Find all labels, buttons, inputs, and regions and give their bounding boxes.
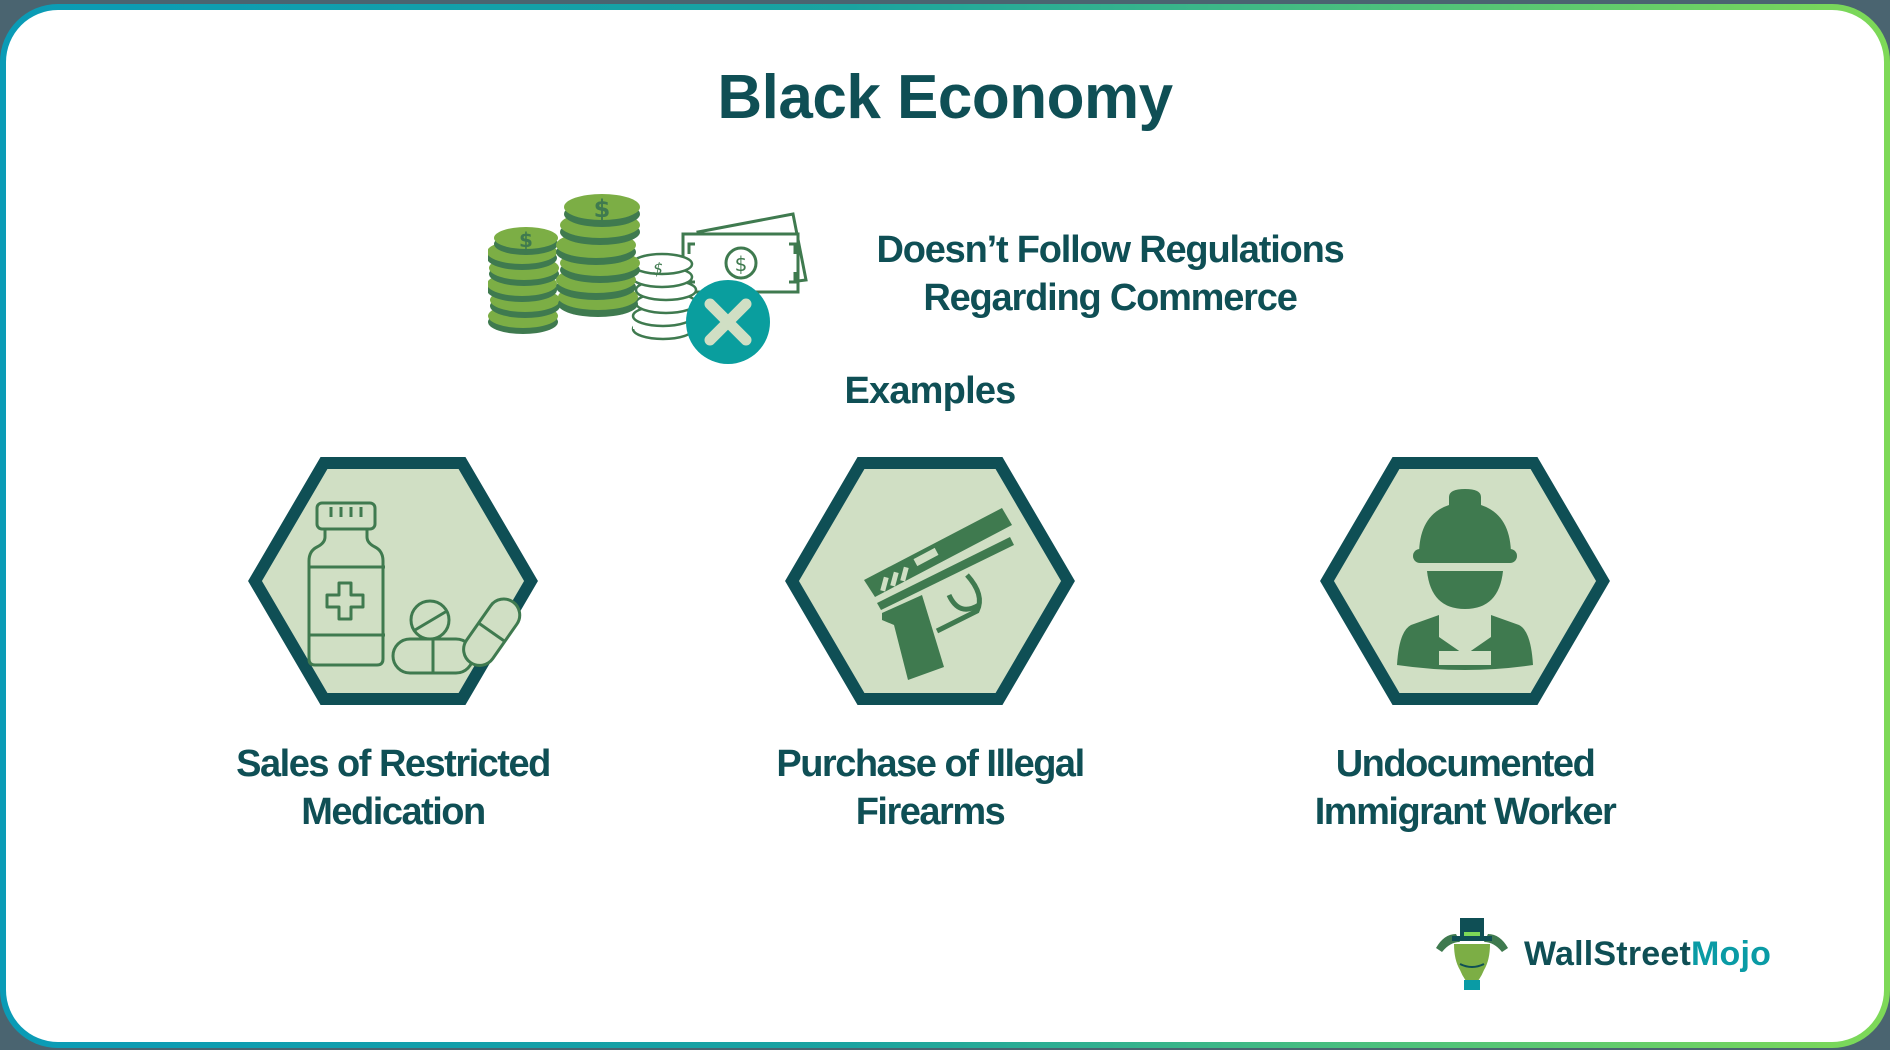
example-worker-hexagon	[1319, 455, 1611, 707]
construction-worker-icon	[1397, 489, 1533, 670]
svg-text:$: $	[519, 228, 533, 252]
svg-text:$: $	[594, 195, 611, 223]
handgun-icon	[864, 508, 1014, 680]
svg-text:$: $	[653, 259, 663, 278]
example-firearms-hexagon	[784, 455, 1076, 707]
definition-line-2: Regarding Commerce	[923, 277, 1297, 319]
example-medication-hexagon	[247, 455, 539, 707]
example-label-worker: Undocumented Immigrant Worker	[1314, 743, 1617, 833]
examples-heading: Examples	[844, 370, 1016, 412]
bull-with-top-hat-logo-icon	[1436, 918, 1508, 990]
example-label-firearms: Purchase of Illegal Firearms	[776, 743, 1085, 833]
example-label-medication: Sales of Restricted Medication	[236, 743, 551, 833]
money-with-cross-icon: $ $ $	[487, 192, 818, 372]
definition-text: Doesn’t Follow Regulations Regarding Com…	[820, 226, 1400, 322]
wallstreetmojo-logo: WallStreetMojo	[1432, 914, 1812, 994]
cross-icon	[686, 280, 770, 364]
svg-text:$: $	[735, 252, 748, 276]
medicine-bottle-pills-icon	[307, 501, 522, 675]
brand-name: WallStreetMojo	[1524, 934, 1772, 973]
page-title: Black Economy	[717, 63, 1173, 132]
definition-line-1: Doesn’t Follow Regulations	[876, 229, 1344, 271]
